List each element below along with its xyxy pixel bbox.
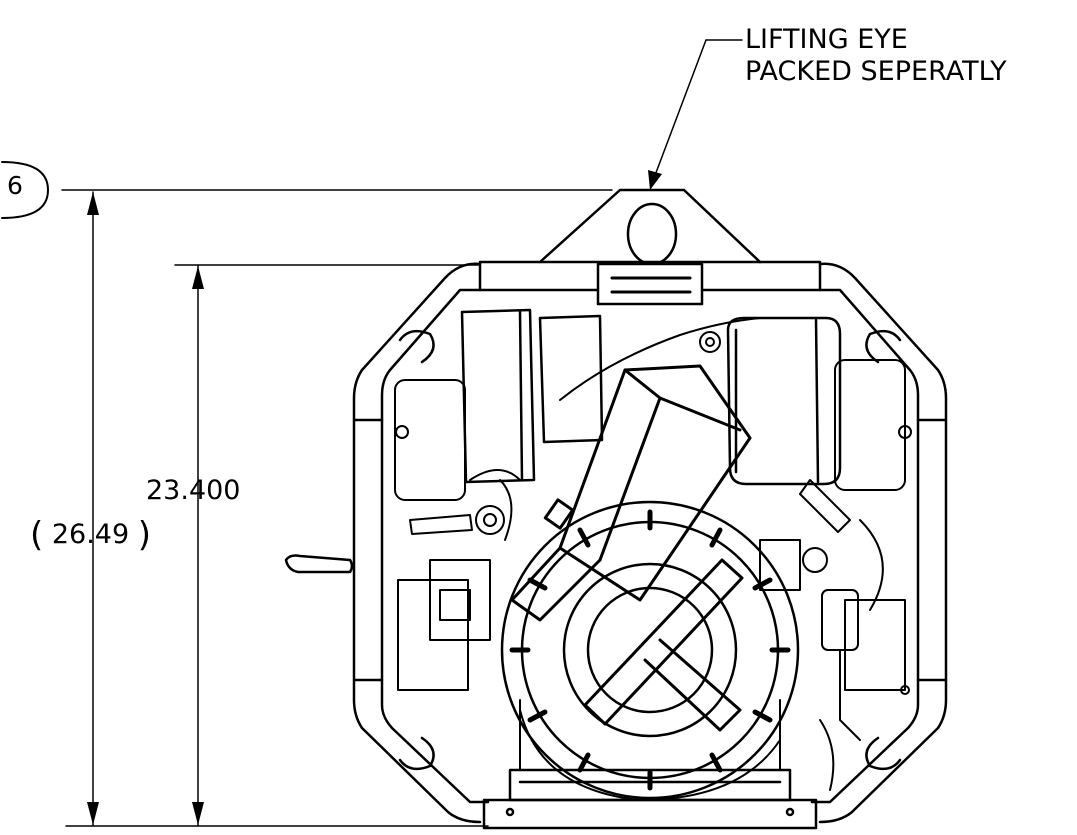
frame-cage-right xyxy=(810,262,948,824)
dimension-inner-height-value: 23.400 xyxy=(146,475,241,506)
callout-text-line-1: LIFTING EYE xyxy=(745,24,908,55)
cylinder-housing xyxy=(510,364,752,622)
right-air-filter xyxy=(726,316,842,486)
fuel-line xyxy=(559,317,761,401)
flywheel xyxy=(500,500,800,801)
right-controls xyxy=(759,479,884,741)
reference-paren-close: ) xyxy=(137,515,152,555)
flywheel-brace xyxy=(583,558,744,732)
callout-text-line-2: PACKED SEPERATLY xyxy=(745,56,1007,87)
lifting-eye-leader xyxy=(648,39,743,190)
dimension-inner-height xyxy=(174,264,479,826)
reference-dimension-value: 26.49 xyxy=(51,519,130,550)
crankcase xyxy=(519,699,835,791)
left-tank xyxy=(460,308,604,484)
left-controls xyxy=(409,469,521,641)
dimension-outer-height-value: ( 26.49 ) xyxy=(30,515,151,552)
reference-paren-open: ( xyxy=(30,515,44,555)
lifting-bracket xyxy=(538,188,762,266)
top-frame-bar xyxy=(478,260,822,306)
item-balloon-number: 6 xyxy=(7,171,23,200)
item-balloon xyxy=(1,161,613,219)
dimension-outer-height xyxy=(65,191,489,827)
handle xyxy=(284,554,354,574)
frame-cage-left xyxy=(352,262,490,824)
